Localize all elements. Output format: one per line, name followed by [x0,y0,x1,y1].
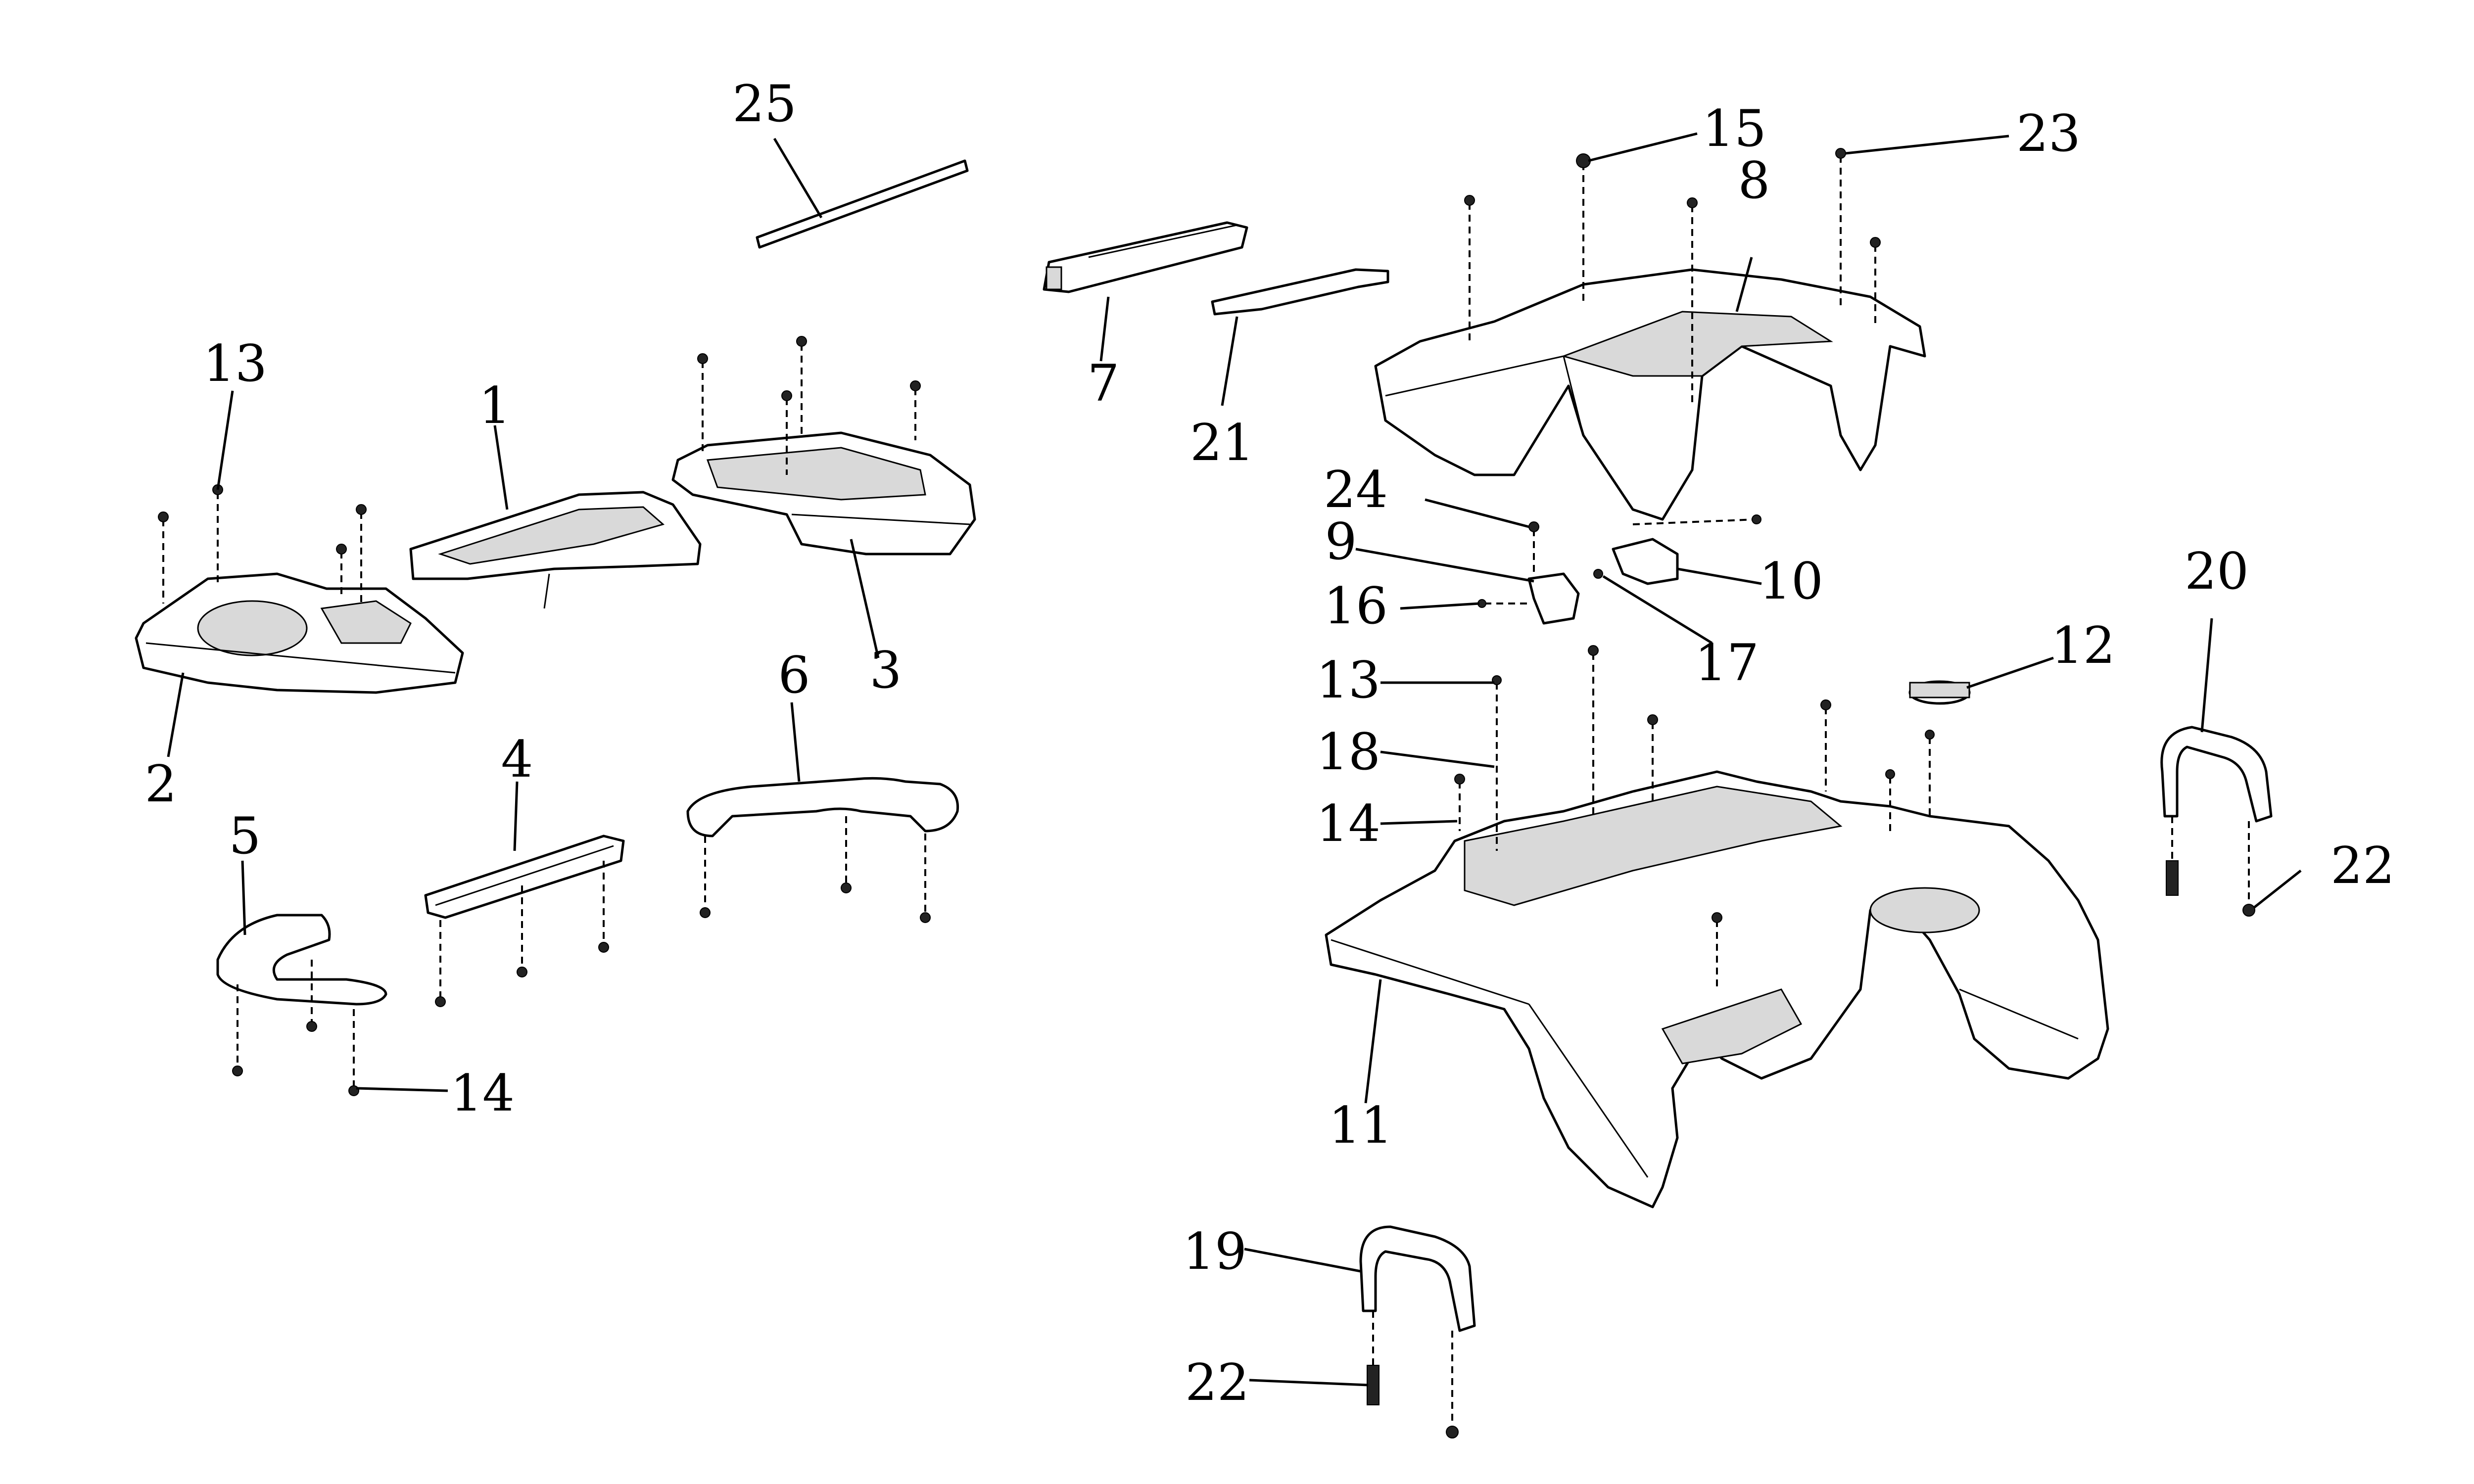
part-8-rear-fender-cover [1374,257,1926,521]
callout-24: 24 [1324,461,1388,519]
callout-4: 4 [501,730,533,789]
part-19-grab-handle [1244,1225,1476,1332]
callout-19: 19 [1183,1222,1247,1281]
callout-10: 10 [1759,552,1823,611]
callout-23: 23 [2016,104,2081,163]
callout-13-b: 13 [1316,651,1380,710]
part-3-rear-tray [671,431,976,658]
callout-15: 15 [1702,99,1766,158]
part-5-handle [216,860,387,1006]
callout-14: 14 [1316,794,1380,853]
part-25-trim-strip [756,138,969,249]
callout-9: 9 [1325,512,1357,571]
callout-7: 7 [1088,354,1120,413]
callout-18: 18 [1316,723,1380,782]
callout-5: 5 [229,807,261,866]
callout-17: 17 [1695,634,1759,693]
part-11-main-fender [1325,770,2109,1208]
callout-1: 1 [479,376,511,435]
part-1-tray-panel [409,425,702,609]
part-21-bar [1211,268,1389,406]
callout-2: 2 [145,755,177,814]
callout-14-b: 14 [450,1064,515,1123]
callout-8: 8 [1738,151,1770,210]
part-20-grab-handle [2160,618,2273,823]
part-4-bracket-strip [424,781,625,919]
callout-12: 12 [2051,616,2115,675]
callout-25: 25 [732,75,797,134]
callout-labels: 1 2 3 4 5 6 7 8 9 10 11 12 13 13 14 14 1… [145,75,2395,1412]
part-2-storage-tray [135,572,464,757]
callout-21: 21 [1190,414,1254,472]
fasteners [158,148,2255,1438]
leader-lines [216,132,2302,1387]
callout-11: 11 [1329,1096,1393,1155]
callout-20: 20 [2185,542,2249,601]
part-9-bracket [1355,548,1580,625]
callout-22-b: 22 [1185,1353,1249,1412]
callout-6: 6 [778,646,810,705]
callout-22: 22 [2331,836,2395,895]
part-6-rear-rail [686,702,959,837]
callout-16: 16 [1324,577,1388,636]
part-7-top-panel [1043,221,1248,362]
part-10-bracket [1612,538,1762,585]
callout-3: 3 [870,641,902,700]
part-12-cap [1908,656,2054,705]
callout-13: 13 [203,334,267,393]
